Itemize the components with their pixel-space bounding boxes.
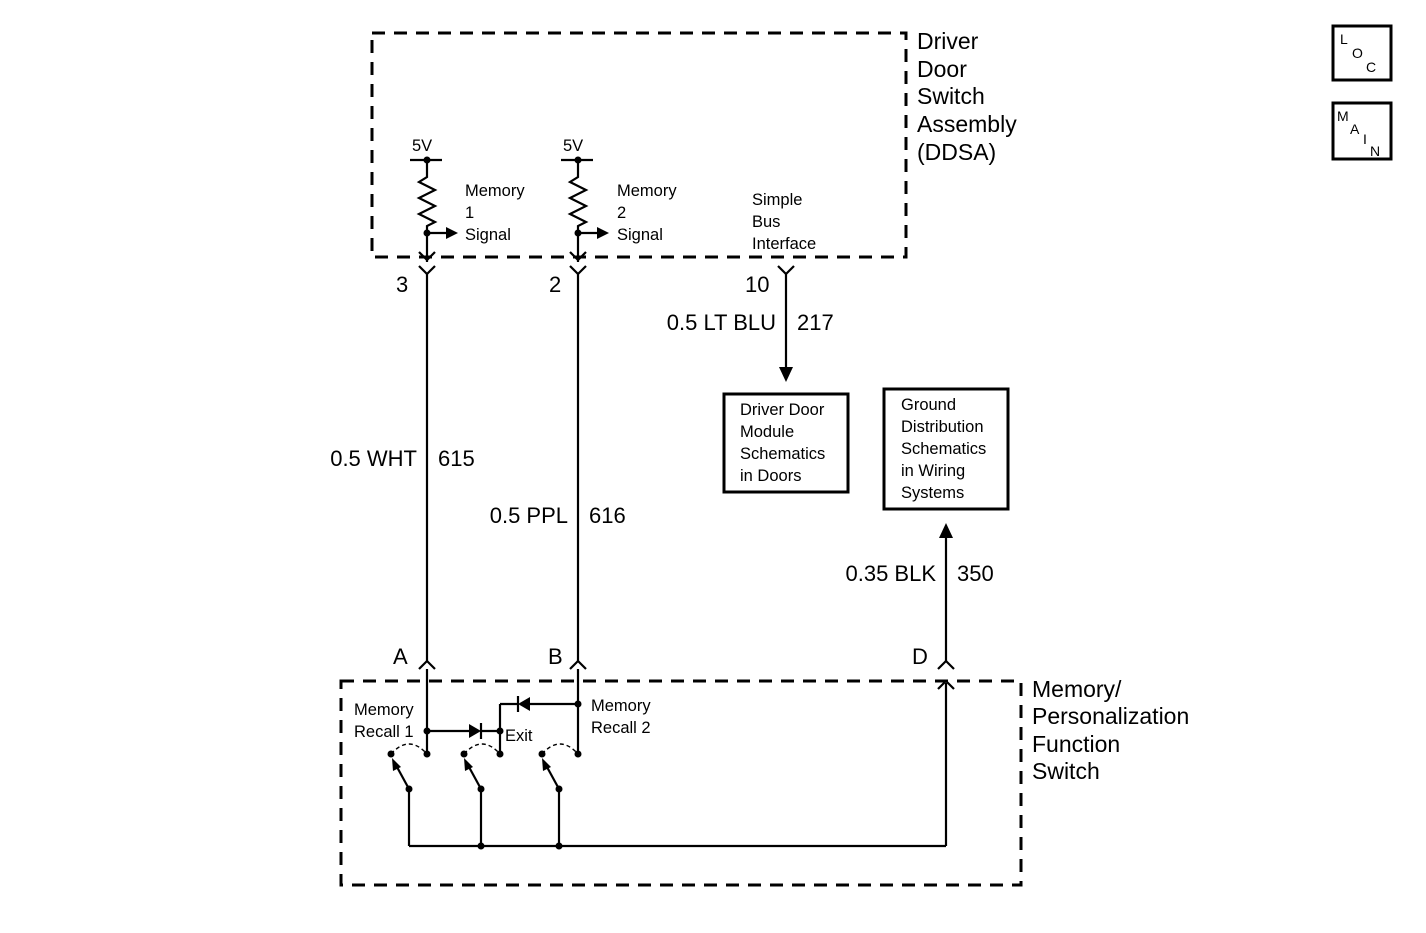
pin-3-label: 3 <box>396 272 408 297</box>
svg-text:A: A <box>1350 121 1360 137</box>
svg-text:1: 1 <box>465 204 474 222</box>
wire-350-circuit-label: 350 <box>957 561 994 586</box>
svg-text:Memory/: Memory/ <box>1032 676 1122 702</box>
svg-text:N: N <box>1370 143 1380 159</box>
connector-pin-10-symbol <box>777 265 795 276</box>
memory-1-pullup <box>410 156 458 276</box>
svg-text:Systems: Systems <box>901 484 964 502</box>
svg-text:M: M <box>1337 108 1349 124</box>
svg-text:Switch: Switch <box>917 83 985 109</box>
svg-text:Signal: Signal <box>617 226 663 244</box>
svg-text:Module: Module <box>740 423 794 441</box>
mpfs-internal-circuit <box>387 669 948 850</box>
connector-symbols-mpfs <box>418 659 955 690</box>
mpfs-title: Memory/ Personalization Function Switch <box>1032 676 1189 784</box>
svg-text:in Wiring: in Wiring <box>901 462 965 480</box>
wire-350-arrow <box>939 523 953 538</box>
svg-text:O: O <box>1352 45 1363 61</box>
svg-text:C: C <box>1366 59 1376 75</box>
wire-350-color-label: 0.35 BLK <box>845 561 936 586</box>
svg-text:Memory: Memory <box>354 701 414 719</box>
memory-1-signal-label: Memory 1 Signal <box>465 182 525 244</box>
wire-217-color-label: 0.5 LT BLU <box>667 310 776 335</box>
svg-text:Simple: Simple <box>752 191 802 209</box>
svg-text:Driver Door: Driver Door <box>740 401 825 419</box>
wire-616-circuit-label: 616 <box>589 503 626 528</box>
pin-10-label: 10 <box>745 272 769 297</box>
svg-text:Switch: Switch <box>1032 758 1100 784</box>
svg-text:L: L <box>1340 31 1348 47</box>
svg-text:Recall 2: Recall 2 <box>591 719 651 737</box>
svg-text:I: I <box>1363 131 1367 147</box>
svg-text:Bus: Bus <box>752 213 780 231</box>
svg-text:Schematics: Schematics <box>901 440 986 458</box>
pin-a-label: A <box>393 644 408 669</box>
pin-b-label: B <box>548 644 563 669</box>
ddsa-title: Driver Door Switch Assembly (DDSA) <box>917 28 1017 165</box>
svg-text:Memory: Memory <box>465 182 525 200</box>
main-button[interactable]: M A I N <box>1331 101 1393 161</box>
loc-button[interactable]: L O C <box>1331 24 1393 82</box>
wire-615-color-label: 0.5 WHT <box>330 446 417 471</box>
driver-door-module-reference[interactable]: Driver Door Module Schematics in Doors <box>722 392 850 494</box>
svg-text:Driver: Driver <box>917 28 979 54</box>
pin-2-label: 2 <box>549 272 561 297</box>
memory-recall-2-label: Memory Recall 2 <box>591 697 651 737</box>
wire-217-arrow <box>779 367 793 382</box>
voltage-label-1: 5V <box>412 137 432 155</box>
wire-615-circuit-label: 615 <box>438 446 475 471</box>
simple-bus-interface-label: Simple Bus Interface <box>752 191 816 253</box>
svg-text:Personalization: Personalization <box>1032 703 1189 729</box>
svg-text:Signal: Signal <box>465 226 511 244</box>
svg-text:(DDSA): (DDSA) <box>917 139 996 165</box>
svg-text:Interface: Interface <box>752 235 816 253</box>
memory-2-signal-label: Memory 2 Signal <box>617 182 677 244</box>
svg-text:Ground: Ground <box>901 396 956 414</box>
pin-d-label: D <box>912 644 928 669</box>
svg-text:Schematics: Schematics <box>740 445 825 463</box>
wire-217-circuit-label: 217 <box>797 310 834 335</box>
memory-2-pullup <box>561 156 609 276</box>
wire-616-color-label: 0.5 PPL <box>490 503 568 528</box>
svg-text:Door: Door <box>917 56 967 82</box>
exit-label: Exit <box>505 727 533 745</box>
svg-text:Memory: Memory <box>617 182 677 200</box>
svg-text:Memory: Memory <box>591 697 651 715</box>
mpfs-component-outline <box>339 679 1023 887</box>
svg-text:Recall 1: Recall 1 <box>354 723 414 741</box>
ddsa-component-outline <box>370 31 908 259</box>
ground-distribution-reference[interactable]: Ground Distribution Schematics in Wiring… <box>882 387 1010 511</box>
voltage-label-2: 5V <box>563 137 583 155</box>
memory-recall-1-label: Memory Recall 1 <box>354 701 414 741</box>
svg-text:Assembly: Assembly <box>917 111 1017 137</box>
svg-text:in Doors: in Doors <box>740 467 801 485</box>
svg-text:Distribution: Distribution <box>901 418 984 436</box>
svg-text:2: 2 <box>617 204 626 222</box>
svg-text:Function: Function <box>1032 731 1120 757</box>
